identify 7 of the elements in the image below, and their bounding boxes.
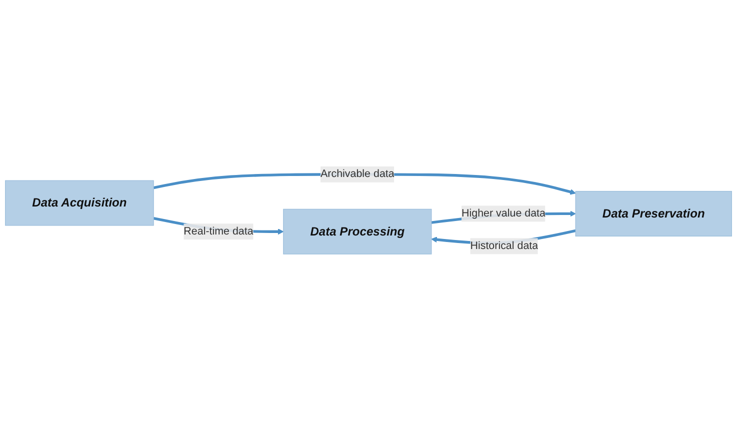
node-box: Data Preservation [575,191,732,237]
edge-label: Archivable data [320,168,394,180]
edge-label: Real-time data [184,226,254,238]
edge-label: Higher value data [462,208,546,220]
node-box: Data Processing [283,209,432,255]
edge-label: Historical data [470,240,538,252]
node-box: Data Acquisition [5,180,154,226]
